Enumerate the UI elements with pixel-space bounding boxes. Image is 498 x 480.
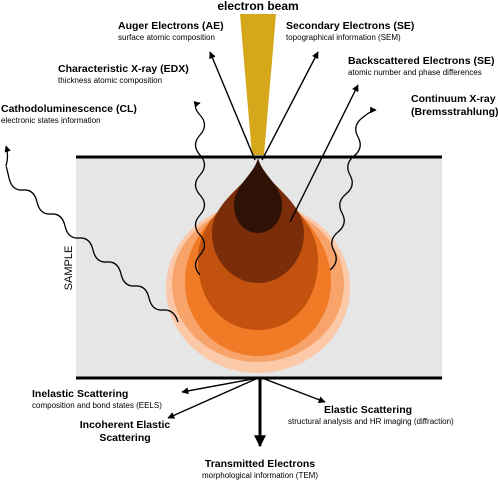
xray-label: Characteristic X-ray (EDX) thickness ato…: [58, 63, 189, 85]
cl-wave: [4, 145, 179, 323]
auger-arrow: [209, 51, 256, 161]
cl-label: Cathodoluminescence (CL) electronic stat…: [1, 103, 137, 125]
secondary-arrow: [261, 51, 319, 161]
secondary-label: Secondary Electrons (SE) topographical i…: [286, 20, 415, 42]
sample-label: SAMPLE: [63, 246, 75, 291]
zone-6: [234, 158, 282, 233]
elastic-arrow: [261, 377, 326, 404]
elastic-label: Elastic Scattering structural analysis a…: [288, 404, 454, 426]
incoherent-label: Incoherent Elastic Scattering: [79, 419, 171, 444]
beam-label: electron beam: [217, 0, 299, 13]
transmitted-label: Transmitted Electrons morphological info…: [201, 458, 319, 480]
backscattered-label: Backscattered Electrons (SE) atomic numb…: [348, 55, 495, 77]
interaction-volume: [166, 158, 350, 373]
inelastic-arrow: [181, 377, 259, 395]
electron-beam: [240, 14, 276, 155]
xray-wave: [193, 101, 206, 276]
continuum-label: Continuum X-ray (Bremsstrahlung): [411, 93, 498, 118]
auger-label: Auger Electrons (AE) surface atomic comp…: [118, 20, 224, 42]
inelastic-label: Inelastic Scattering composition and bon…: [32, 388, 162, 410]
continuum-wave: [329, 106, 377, 271]
incoherent-arrow: [167, 377, 259, 419]
backscattered-arrow: [289, 84, 359, 223]
